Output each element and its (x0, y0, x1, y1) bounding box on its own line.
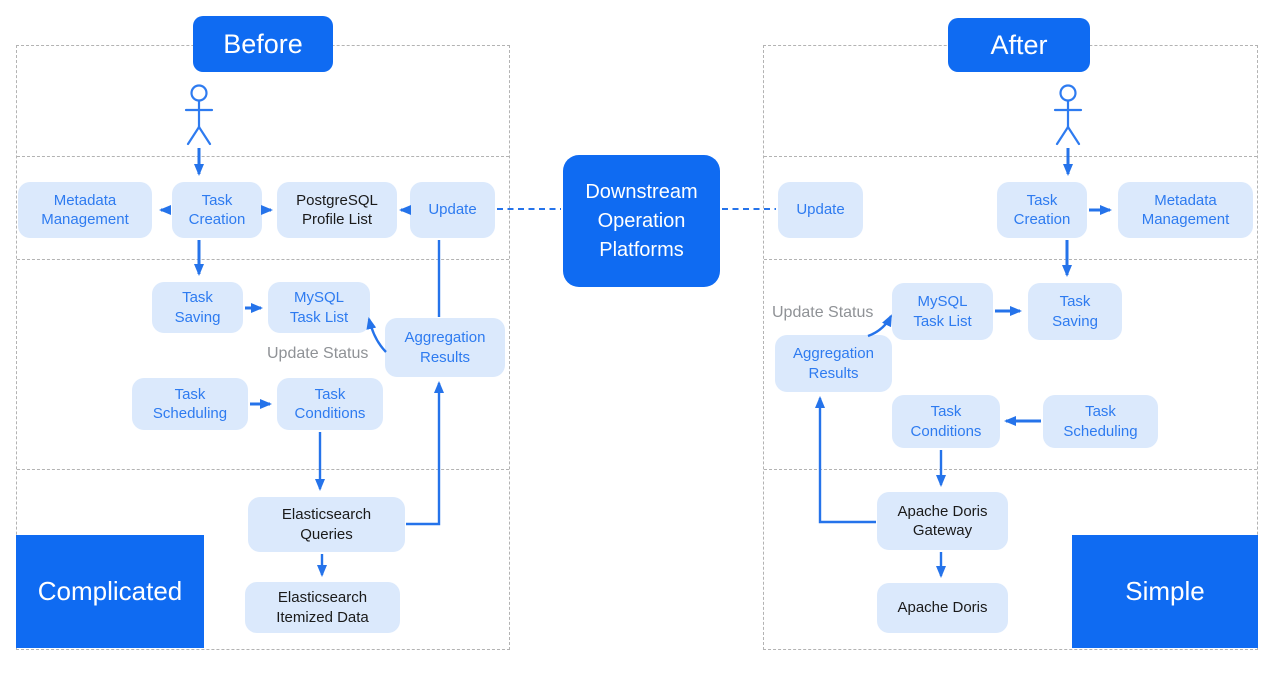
after-lane-divider-2 (764, 259, 1257, 260)
node-aggregation-results-before: Aggregation Results (385, 318, 505, 377)
node-update-after: Update (778, 182, 863, 238)
node-task-saving-before: Task Saving (152, 282, 243, 333)
node-metadata-management-after: Metadata Management (1118, 182, 1253, 238)
update-status-label-before: Update Status (267, 345, 369, 362)
complicated-badge: Complicated (16, 535, 204, 648)
node-task-creation-before: Task Creation (172, 182, 262, 238)
node-apache-doris-gateway: Apache Doris Gateway (877, 492, 1008, 550)
node-elasticsearch-queries: Elasticsearch Queries (248, 497, 405, 552)
simple-badge: Simple (1072, 535, 1258, 648)
update-status-label-after: Update Status (772, 304, 874, 321)
node-apache-doris: Apache Doris (877, 583, 1008, 633)
node-task-creation-after: Task Creation (997, 182, 1087, 238)
before-lane-divider-1 (17, 156, 509, 157)
node-elasticsearch-itemized-data: Elasticsearch Itemized Data (245, 582, 400, 633)
node-update-before: Update (410, 182, 495, 238)
node-task-scheduling-after: Task Scheduling (1043, 395, 1158, 448)
node-mysql-task-list-before: MySQL Task List (268, 282, 370, 333)
after-title-banner: After (948, 18, 1090, 72)
after-lane-divider-3 (764, 469, 1257, 470)
node-task-saving-after: Task Saving (1028, 283, 1122, 340)
node-task-scheduling-before: Task Scheduling (132, 378, 248, 430)
before-lane-divider-2 (17, 259, 509, 260)
before-title-banner: Before (193, 16, 333, 72)
node-task-conditions-before: Task Conditions (277, 378, 383, 430)
before-lane-divider-3 (17, 469, 509, 470)
node-metadata-management-before: Metadata Management (18, 182, 152, 238)
node-mysql-task-list-after: MySQL Task List (892, 283, 993, 340)
downstream-operation-platforms-box: Downstream Operation Platforms (563, 155, 720, 287)
node-aggregation-results-after: Aggregation Results (775, 335, 892, 392)
node-task-conditions-after: Task Conditions (892, 395, 1000, 448)
node-postgresql-profile-list: PostgreSQL Profile List (277, 182, 397, 238)
after-lane-divider-1 (764, 156, 1257, 157)
